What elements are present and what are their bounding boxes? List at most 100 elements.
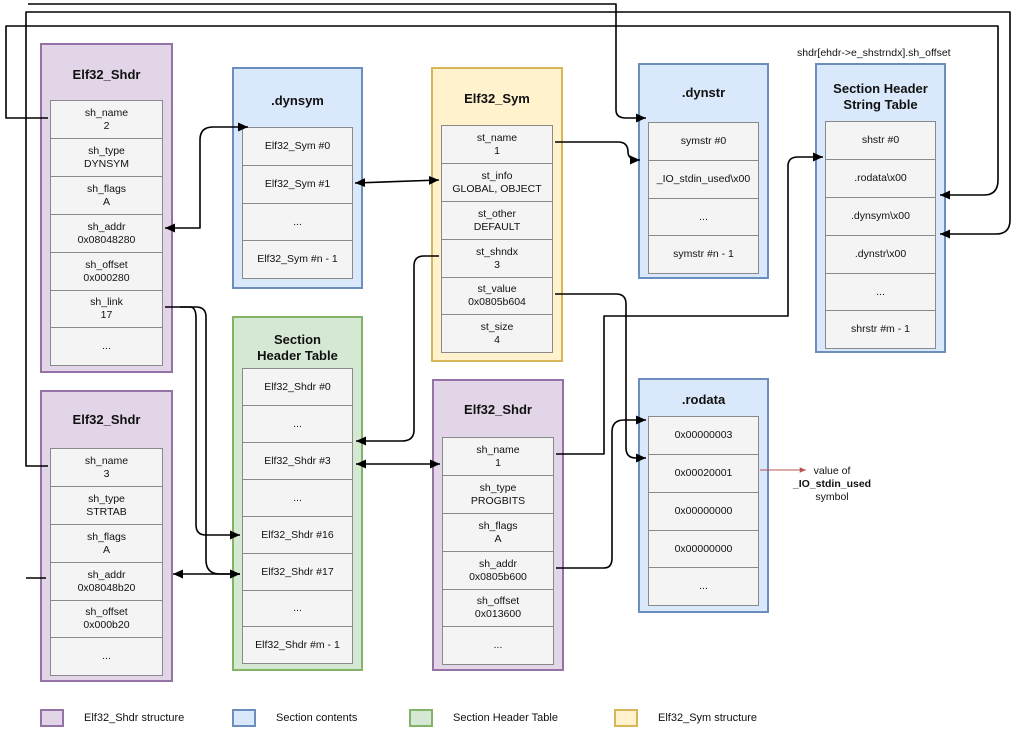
dynstr-entry: ... <box>649 199 758 236</box>
shstrtab-offset-label: shdr[ehdr->e_shstrndx].sh_offset <box>797 47 951 59</box>
legend-label: Elf32_Shdr structure <box>84 712 185 724</box>
entry-list: Elf32_Sym #0 Elf32_Sym #1 ... Elf32_Sym … <box>242 127 353 279</box>
value-note-line1: value of <box>813 465 851 477</box>
entry-list: Elf32_Shdr #0 ... Elf32_Shdr #3 ... Elf3… <box>242 368 353 664</box>
panel-title: .dynstr <box>681 85 726 100</box>
legend-swatch <box>614 709 638 727</box>
field-more: ... <box>51 638 162 675</box>
legend-sym: Elf32_Sym structure <box>614 709 757 727</box>
legend-swatch <box>409 709 433 727</box>
arrow-shaddr-mid-to-rodata <box>556 415 646 569</box>
rodata-entry: ... <box>649 568 758 605</box>
dynsym-section-panel: .dynsym Elf32_Sym #0 Elf32_Sym #1 ... El… <box>232 67 363 289</box>
dynstr-entry: symstr #0 <box>649 123 758 161</box>
panel-title: .dynsym <box>271 93 324 108</box>
rodata-entry: 0x00000003 <box>649 417 758 455</box>
sht-entry: Elf32_Shdr #16 <box>243 517 352 554</box>
rodata-entry: 0x00000000 <box>649 531 758 568</box>
dynsym-entry: Elf32_Sym #n - 1 <box>243 241 352 278</box>
shstrtab-entry: .rodata\x00 <box>826 160 935 198</box>
panel-title: Elf32_Shdr <box>464 402 532 417</box>
legend-label: Elf32_Sym structure <box>658 712 758 724</box>
sht-entry: Elf32_Shdr #17 <box>243 554 352 591</box>
shstrtab-entry: .dynsym\x00 <box>826 198 935 236</box>
field-more: ... <box>51 328 162 365</box>
rodata-entry: 0x00020001 <box>649 455 758 493</box>
entry-list: 0x00000003 0x00020001 0x00000000 0x00000… <box>648 416 759 606</box>
shstrtab-entry: ... <box>826 274 935 311</box>
value-note-line3: symbol <box>815 491 849 503</box>
rodata-entry: 0x00000000 <box>649 493 758 531</box>
panel-title: Elf32_Shdr <box>72 67 141 82</box>
legend-section-contents: Section contents <box>232 709 357 727</box>
shstrtab-entry: shrstr #m - 1 <box>826 311 935 348</box>
legend-label: Section Header Table <box>453 712 558 724</box>
dynstr-entry: _IO_stdin_used\x00 <box>649 161 758 199</box>
entry-list: shstr #0 .rodata\x00 .dynsym\x00 .dynstr… <box>825 121 936 349</box>
value-note-line2: _IO_stdin_used <box>792 478 872 490</box>
sht-entry: Elf32_Shdr #m - 1 <box>243 627 352 663</box>
panel-title: .rodata <box>681 392 726 407</box>
field-more: ... <box>443 627 553 664</box>
panel-title: Elf32_Shdr <box>72 412 141 427</box>
dynsym-entry: Elf32_Sym #1 <box>243 166 352 204</box>
value-note: value of _IO_stdin_used symbol <box>784 465 880 504</box>
entry-list: symstr #0 _IO_stdin_used\x00 ... symstr … <box>648 122 759 274</box>
arrow-shlink-to-sht17 <box>165 306 240 579</box>
legend-swatch <box>40 709 64 727</box>
arrow-left-rail-to-sht16 <box>180 306 240 540</box>
dynstr-entry: symstr #n - 1 <box>649 236 758 273</box>
rodata-section-panel: .rodata 0x00000003 0x00020001 0x00000000… <box>638 378 769 613</box>
legend-label: Section contents <box>276 712 358 724</box>
sht-entry: ... <box>243 406 352 443</box>
dynsym-entry: ... <box>243 204 352 241</box>
dynsym-entry: Elf32_Sym #0 <box>243 128 352 166</box>
arrow-stshndx-to-sht3 <box>356 255 439 446</box>
sht-entry: ... <box>243 480 352 517</box>
legend-shdr: Elf32_Shdr structure <box>40 709 184 727</box>
shstrtab-entry: .dynstr\x00 <box>826 236 935 274</box>
sht-entry: Elf32_Shdr #3 <box>243 443 352 480</box>
panel-title: Elf32_Sym <box>464 91 530 106</box>
arrow-stname-to-dynstr <box>555 141 641 165</box>
legend-sht: Section Header Table <box>409 709 558 727</box>
arrow-sym1-to-symstruct <box>354 175 440 188</box>
sht-entry: ... <box>243 591 352 627</box>
sht-entry: Elf32_Shdr #0 <box>243 369 352 406</box>
dynstr-section-panel: .dynstr symstr #0 _IO_stdin_used\x00 ...… <box>638 63 769 279</box>
arrow-stvalue-to-rodata <box>555 293 646 463</box>
